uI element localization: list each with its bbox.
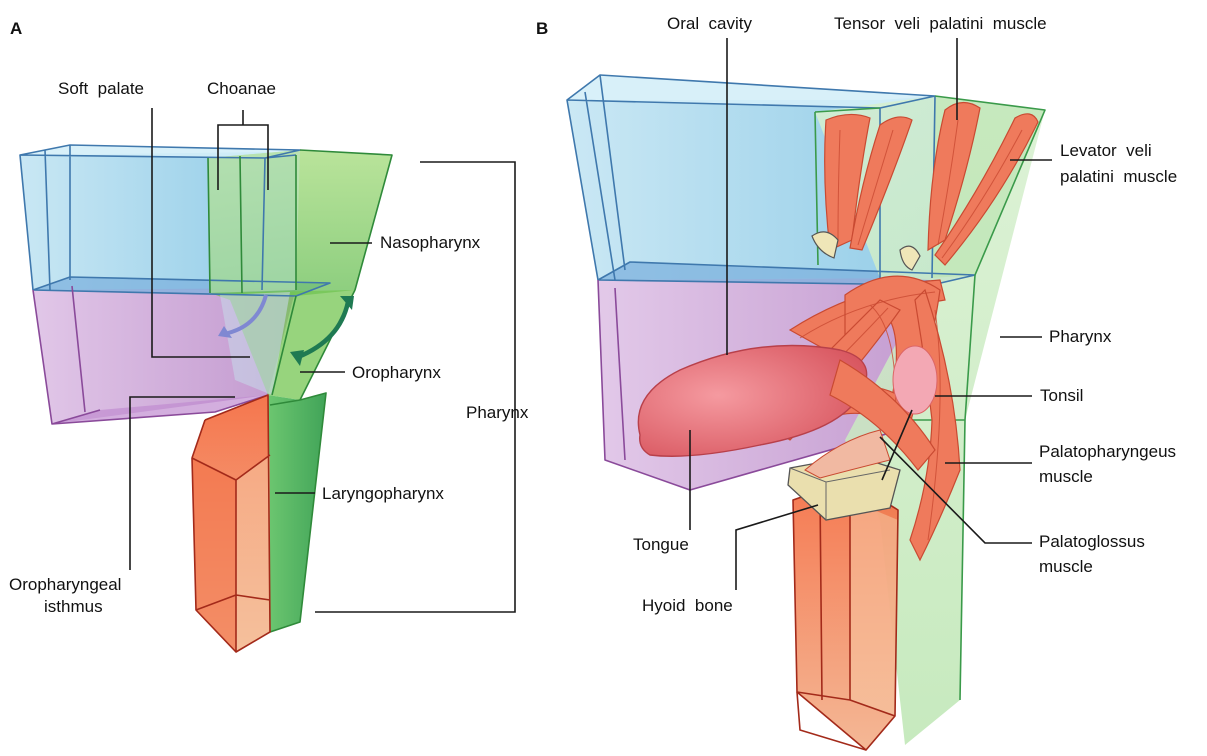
levator-veli-palatini-label-2: palatini muscle [1060,167,1177,186]
hyoid-bone-label: Hyoid bone [642,596,733,615]
oropharynx-label: Oropharynx [352,363,441,382]
larynx-inner-face-b [850,500,898,716]
palatoglossus-label-2: muscle [1039,557,1093,576]
palatopharyngeus-label-1: Palatopharyngeus [1039,442,1176,461]
panel-a: A [9,19,529,652]
palatoglossus-label-1: Palatoglossus [1039,532,1145,551]
laryngopharynx-label: Laryngopharynx [322,484,444,503]
nasopharynx-front-face [208,150,300,293]
palatopharyngeus-label-2: muscle [1039,467,1093,486]
pharynx-label-b: Pharynx [1049,327,1112,346]
oropharyngeal-isthmus-label-1: Oropharyngeal [9,575,121,594]
oral-cavity-label: Oral cavity [667,14,753,33]
tonsil-label: Tonsil [1040,386,1083,405]
tongue-label: Tongue [633,535,689,554]
nasopharynx-label: Nasopharynx [380,233,481,252]
laryngopharynx-block [268,393,326,632]
tensor-veli-palatini-label: Tensor veli palatini muscle [834,14,1047,33]
oropharyngeal-isthmus-label-2: isthmus [44,597,103,616]
choanae-label: Choanae [207,79,276,98]
larynx-inner-face [236,455,270,652]
pharynx-label-a: Pharynx [466,403,529,422]
levator-veli-palatini-label-1: Levator veli [1060,141,1152,160]
panel-b-letter: B [536,19,548,38]
panel-a-letter: A [10,19,22,38]
panel-b: B [536,14,1177,750]
tonsil [893,346,937,414]
soft-palate-label: Soft palate [58,79,144,98]
larynx-front-face [192,458,236,652]
